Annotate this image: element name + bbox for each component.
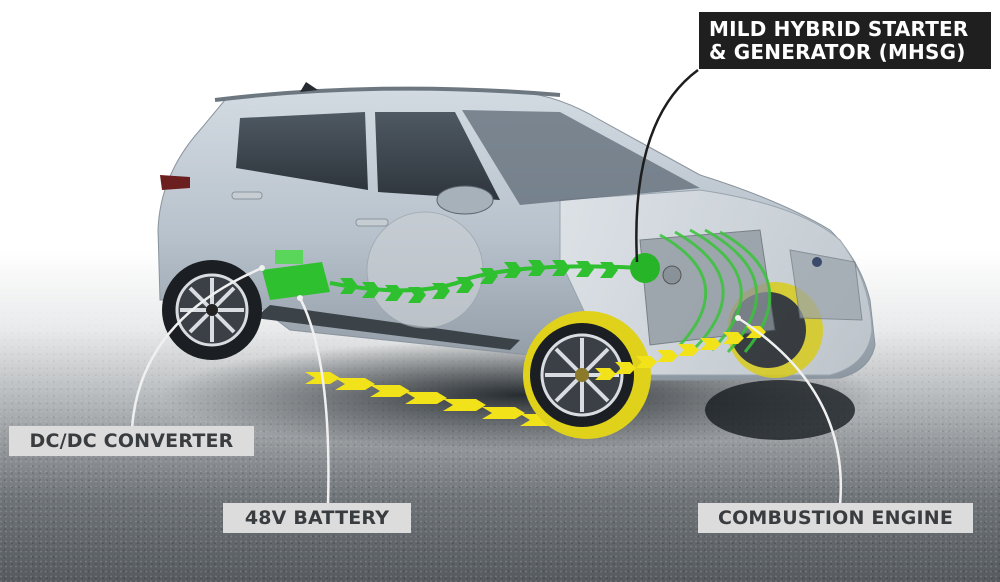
brand-badge <box>812 257 822 267</box>
label-mhsg: MILD HYBRID STARTER & GENERATOR (MHSG) <box>699 12 991 69</box>
leader-line-battery <box>298 297 330 506</box>
electric-flow-arrows <box>329 260 641 303</box>
leader-line-engine <box>737 316 843 506</box>
label-battery-text: 48V BATTERY <box>244 507 390 529</box>
rear-wheel <box>162 260 262 360</box>
side-mirror <box>436 185 494 215</box>
label-48v-battery: 48V BATTERY <box>223 503 411 533</box>
label-combustion-engine: COMBUSTION ENGINE <box>698 503 973 533</box>
door-handle <box>231 191 263 200</box>
ghost-spare-wheel <box>366 211 484 329</box>
mhsg-unit <box>630 253 660 283</box>
label-engine-text: COMBUSTION ENGINE <box>717 507 954 529</box>
leader-line-mhsg <box>635 68 699 263</box>
roof-rail <box>214 86 561 102</box>
front-wheel <box>523 311 651 439</box>
shark-fin-antenna <box>300 82 318 92</box>
battery-module <box>262 250 330 300</box>
label-dcdc-text: DC/DC CONVERTER <box>29 430 234 452</box>
tail-light <box>160 175 190 190</box>
label-mhsg-line2: & GENERATOR (MHSG) <box>709 39 966 64</box>
mechanical-flow-arrows <box>595 326 766 380</box>
front-grille <box>789 249 863 321</box>
side-sill <box>255 305 520 350</box>
leader-line-dcdc <box>130 266 263 429</box>
door-handle <box>355 218 389 227</box>
front-side-window <box>375 112 500 200</box>
mechanical-flow-ground-arrows <box>305 372 556 426</box>
label-dcdc-converter: DC/DC CONVERTER <box>9 426 254 456</box>
label-mhsg-line1: MILD HYBRID STARTER <box>709 16 969 41</box>
rear-window <box>236 112 368 190</box>
